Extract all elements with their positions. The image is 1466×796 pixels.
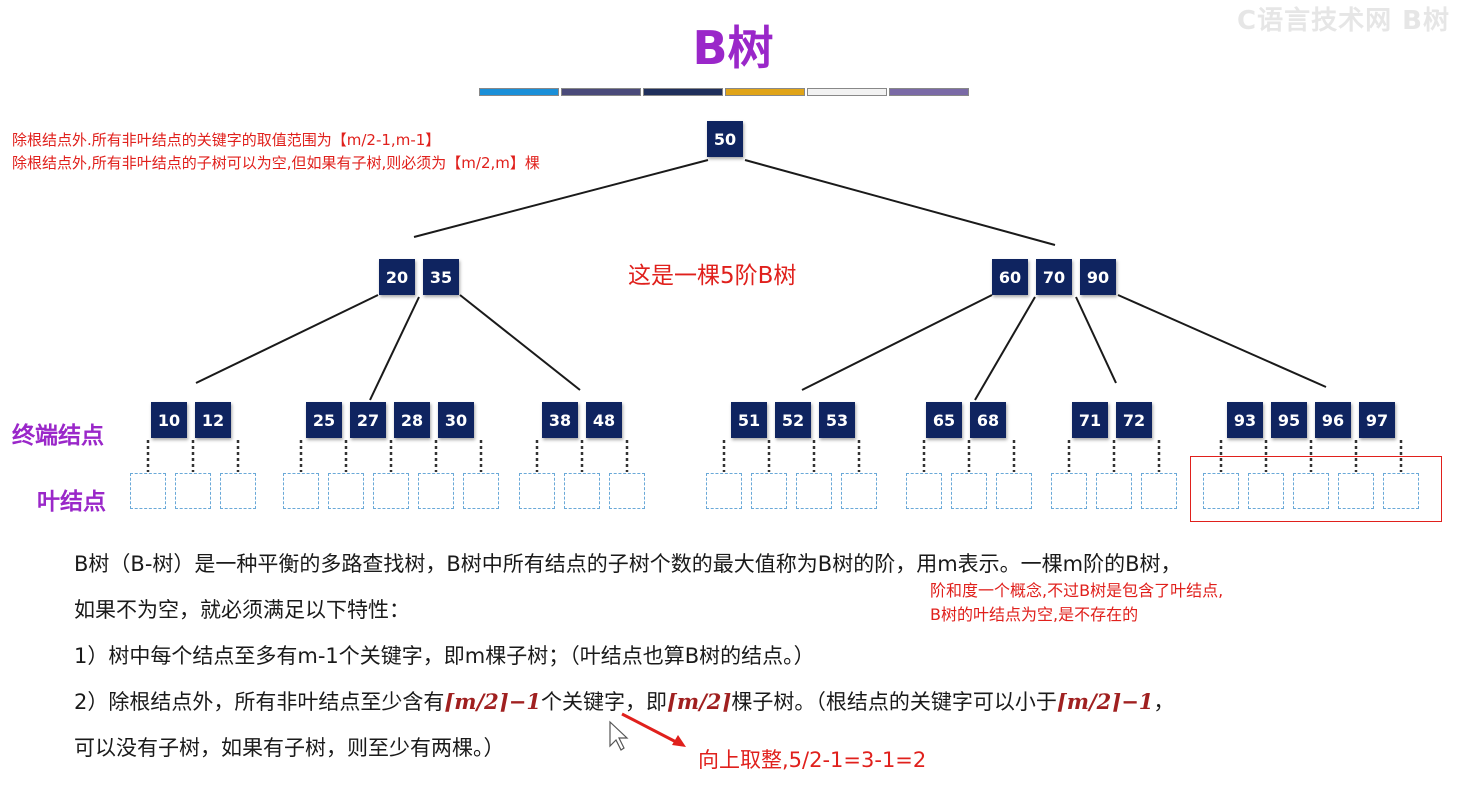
terminal-key: 72: [1116, 402, 1152, 438]
leaf-box: [1338, 473, 1374, 509]
order-note-2: B树的叶结点为空,是不存在的: [930, 605, 1139, 624]
terminal-key: 71: [1072, 402, 1108, 438]
leaf-highlight-box: [1190, 456, 1442, 522]
leaf-connectors: [146, 440, 1403, 472]
root-key: 50: [707, 121, 743, 157]
edge: [195, 294, 379, 384]
leaf-box: [328, 473, 364, 509]
rule-note-2: 除根结点外,所有非叶结点的子树可以为空,但如果有子树,则必须为【m/2,m】棵: [12, 154, 540, 172]
paragraph-4-part-d: ，: [1153, 690, 1175, 714]
terminal-key: 30: [438, 402, 474, 438]
paragraph-5: 可以没有子树，如果有子树，则至少有两棵。）: [74, 736, 505, 760]
terminal-key: 68: [970, 402, 1006, 438]
leaf-box: [373, 473, 409, 509]
math-ceil-m2-minus-1: ⌈m/2⌉−1: [444, 689, 541, 714]
terminal-key: 97: [1359, 402, 1395, 438]
tree-caption: 这是一棵5阶B树: [628, 263, 797, 289]
watermark-logo: C语言技术网 B树: [1237, 6, 1450, 36]
leaf-box: [130, 473, 166, 509]
edge: [459, 294, 581, 391]
terminal-key: 28: [394, 402, 430, 438]
leaf-box: [1203, 473, 1239, 509]
leaf-box: [751, 473, 787, 509]
paragraph-4-part-a: 2）除根结点外，所有非叶结点至少含有: [74, 690, 445, 714]
leaf-box: [1248, 473, 1284, 509]
key-node: 60: [992, 259, 1028, 295]
terminal-key: 10: [151, 402, 187, 438]
terminal-key: 51: [731, 402, 767, 438]
leaf-box: [1051, 473, 1087, 509]
color-bar: [889, 88, 969, 96]
edge: [1075, 296, 1117, 384]
leaf-box: [1383, 473, 1419, 509]
terminal-key: 93: [1227, 402, 1263, 438]
leaf-box: [463, 473, 499, 509]
color-bar: [479, 88, 559, 96]
edge: [369, 296, 420, 401]
rule-note-1: 除根结点外.所有非叶结点的关键字的取值范围为【m/2-1,m-1】: [12, 131, 441, 149]
paragraph-4-part-c: 棵子树。（根结点的关键字可以小于: [731, 690, 1057, 714]
terminal-key: 65: [926, 402, 962, 438]
leaf-box: [1141, 473, 1177, 509]
paragraph-2: 如果不为空，就必须满足以下特性：: [74, 598, 410, 622]
paragraph-1: B树（B-树）是一种平衡的多路查找树，B树中所有结点的子树个数的最大值称为B树的…: [74, 552, 1182, 576]
ceil-note: 向上取整,5/2-1=3-1=2: [698, 748, 927, 772]
order-note-1: 阶和度一个概念,不过B树是包含了叶结点,: [930, 581, 1224, 600]
leaf-box: [796, 473, 832, 509]
leaf-box: [564, 473, 600, 509]
terminal-key: 95: [1271, 402, 1307, 438]
terminal-label: 终端结点: [12, 423, 104, 449]
leaf-box: [706, 473, 742, 509]
terminal-key: 48: [586, 402, 622, 438]
terminal-key: 27: [350, 402, 386, 438]
color-bar: [725, 88, 805, 96]
leaf-box: [283, 473, 319, 509]
leaf-box: [220, 473, 256, 509]
key-node: 70: [1036, 259, 1072, 295]
math-ceil-m2: ⌈m/2⌉: [666, 689, 732, 714]
terminal-key: 12: [195, 402, 231, 438]
leaf-box: [519, 473, 555, 509]
key-node: 35: [423, 259, 459, 295]
terminal-key: 53: [819, 402, 855, 438]
edge: [974, 296, 1036, 401]
terminal-key: 96: [1315, 402, 1351, 438]
leaf-label: 叶结点: [37, 489, 106, 515]
edge: [413, 159, 709, 238]
leaf-box: [996, 473, 1032, 509]
edge: [744, 159, 1056, 246]
edge: [801, 294, 993, 391]
paragraph-4: 2）除根结点外，所有非叶结点至少含有⌈m/2⌉−1个关键字，即⌈m/2⌉棵子树。…: [74, 686, 1174, 716]
paragraph-3: 1）树中每个结点至多有m-1个关键字，即m棵子树；（叶结点也算B树的结点。）: [74, 644, 815, 668]
page-title: B树: [692, 21, 774, 75]
paragraph-4-part-b: 个关键字，即: [540, 690, 667, 714]
leaf-box: [1293, 473, 1329, 509]
terminal-key: 52: [775, 402, 811, 438]
terminal-key: 25: [306, 402, 342, 438]
math-ceil-m2-minus-1-b: ⌈m/2⌉−1: [1056, 689, 1154, 714]
color-bar: [807, 88, 887, 96]
arrow-icon: [609, 712, 686, 751]
leaf-box: [906, 473, 942, 509]
terminal-key: 38: [542, 402, 578, 438]
leaf-box: [609, 473, 645, 509]
leaf-box: [841, 473, 877, 509]
key-node: 20: [379, 259, 415, 295]
edge: [1117, 294, 1327, 388]
leaf-box: [418, 473, 454, 509]
leaf-box: [951, 473, 987, 509]
key-node: 90: [1080, 259, 1116, 295]
color-bar: [643, 88, 723, 96]
leaf-box: [1096, 473, 1132, 509]
color-bar: [561, 88, 641, 96]
leaf-box: [175, 473, 211, 509]
